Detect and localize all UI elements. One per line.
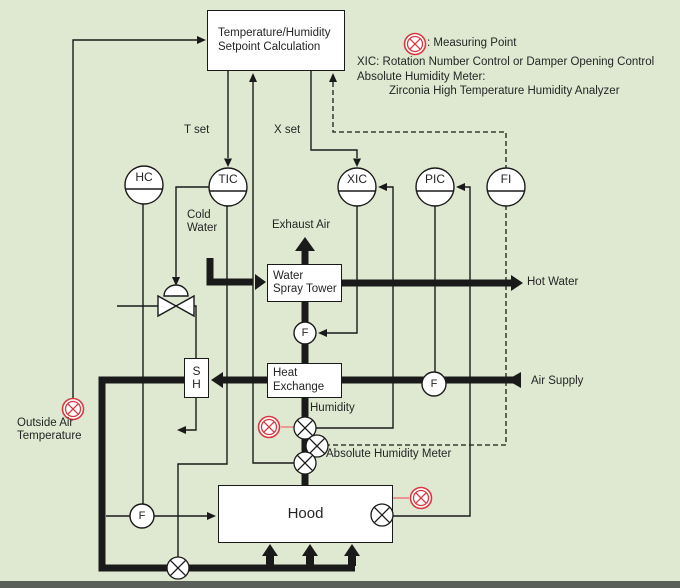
hot-water-label: Hot Water [527, 276, 579, 288]
fan3-icon [129, 503, 155, 529]
line-xset-to-xic [310, 71, 358, 158]
sensor-tap-humidity-icon [293, 416, 317, 440]
t-set-label: T set [184, 124, 210, 136]
line-ahm-dashed-via-fi [328, 82, 507, 446]
line-sh-drain [186, 398, 197, 431]
pipe-cold-water [206, 258, 253, 286]
sensor-tap-hood-pressure-icon [370, 503, 394, 527]
steam-heater-s: S [192, 364, 201, 378]
hood-box: Hood [218, 485, 393, 543]
sensor-tap-abs-humidity-icon [305, 434, 329, 458]
instrument-fi-icon [486, 167, 526, 207]
outside-air-label-1: Outside Air [17, 417, 74, 429]
fan3-label: F [138, 510, 146, 522]
cold-water-label-2: Water [187, 222, 218, 234]
instrument-tic-label: TIC [218, 172, 238, 186]
hood-inlet-shafts [266, 555, 356, 566]
setpoint-box-line2: Setpoint Calculation [218, 40, 321, 53]
heat-exchange-box: Heat Exchange [267, 363, 342, 398]
outside-air-label-2: Temperature [17, 430, 82, 442]
spray-tower-line2: Spray Tower [273, 283, 337, 295]
line-tic-to-valve [175, 186, 209, 277]
pipe-arrowheads [211, 237, 523, 556]
instrument-circles [124, 165, 526, 207]
dashed-signal-line [328, 82, 507, 446]
air-supply-label: Air Supply [531, 375, 584, 387]
measuring-point-legend-icon [403, 32, 427, 56]
measuring-point-icons [61, 32, 433, 510]
sensor-tap-setpoint-feedback-icon [293, 451, 317, 475]
setpoint-box-line1: Temperature/Humidity [218, 27, 331, 39]
instrument-xic-icon [337, 167, 377, 207]
line-humidity-to-xic [316, 186, 394, 429]
fan-circles [129, 321, 447, 529]
instrument-hc-label: HC [135, 170, 153, 184]
fan2-icon [421, 371, 447, 397]
legend-ahm-note-2: Zirconia High Temperature Humidity Analy… [389, 85, 620, 97]
sensor-tap-supply-temp-icon [166, 556, 190, 580]
fan1-icon [293, 321, 317, 345]
heat-exchange-line2: Exchange [273, 380, 325, 393]
line-tic-measure [177, 206, 228, 557]
fan2-label: F [430, 378, 438, 390]
instrument-hc-icon [124, 165, 164, 205]
control-valve-icon [157, 284, 195, 318]
line-ahm-to-setpoint [252, 82, 294, 464]
pipe-supply-duct [98, 376, 355, 572]
instrument-xic-label: XIC [346, 172, 367, 186]
fan1-label: F [301, 327, 309, 339]
instrument-pic-icon [415, 167, 455, 207]
legend-xic-note: XIC: Rotation Number Control or Damper O… [357, 56, 655, 68]
abs-humidity-meter-label: Absolute Humidity Meter [326, 448, 452, 460]
line-outside-air-to-setpoint [72, 39, 197, 398]
legend-measuring-point: : Measuring Point [427, 37, 517, 49]
cold-water-label-1: Cold [187, 209, 211, 221]
measuring-point-hood-icon [409, 486, 433, 510]
water-spray-tower-box: Water Spray Tower [267, 264, 342, 302]
bottom-edge-bar [0, 581, 680, 588]
signal-lines [72, 39, 471, 557]
valve-actuator [163, 284, 189, 297]
spray-tower-line1: Water [273, 269, 304, 282]
measuring-point-outside-air-icon [61, 397, 85, 421]
humidity-label: Humidity [310, 402, 355, 414]
sensor-tap-icons [166, 416, 394, 580]
instrument-fi-label: FI [500, 172, 512, 186]
heat-exchange-line1: Heat [273, 367, 298, 379]
measuring-point-humidity-icon [257, 415, 281, 439]
instrument-pic-label: PIC [424, 172, 445, 186]
hood-label: Hood [287, 505, 324, 523]
line-xic-to-fan [327, 206, 358, 334]
setpoint-calculation-box: Temperature/Humidity Setpoint Calculatio… [207, 10, 345, 71]
exhaust-air-label: Exhaust Air [272, 219, 331, 231]
line-pressure-to-pic [393, 186, 471, 517]
steam-heater-box: S H [184, 358, 209, 398]
steam-heater-h: H [192, 377, 201, 391]
x-set-label: X set [274, 124, 301, 136]
signal-arrowheads [172, 36, 465, 520]
instrument-tic-icon [208, 167, 248, 207]
legend-ahm-note-1: Absolute Humidity Meter: [357, 71, 486, 83]
